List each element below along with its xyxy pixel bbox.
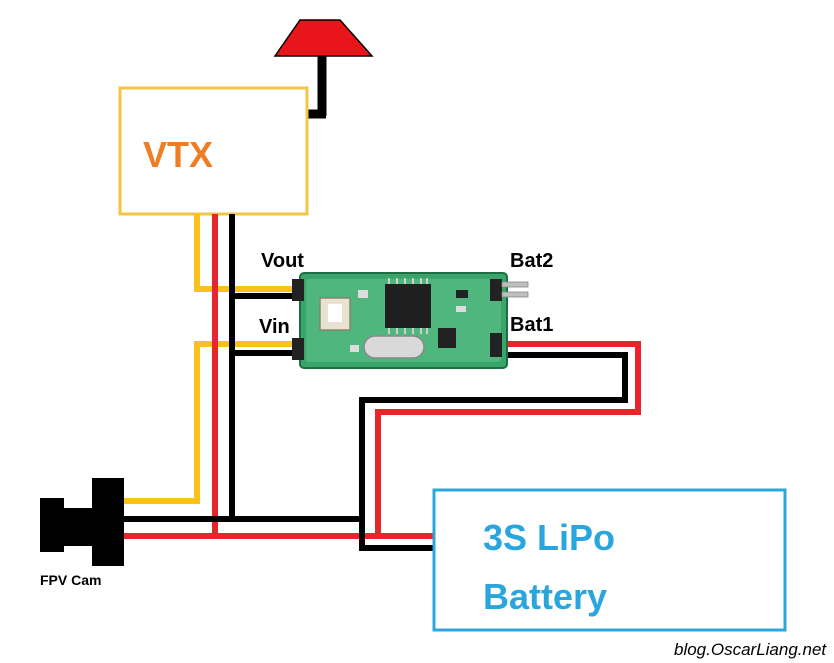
vin-label: Vin (259, 316, 290, 338)
fpv-cam-label: FPV Cam (40, 572, 101, 588)
watermark-text: blog.OscarLiang.net (674, 640, 827, 659)
voltage-switch-board-icon (292, 272, 529, 369)
yellow-wires (122, 214, 300, 504)
battery-label-line2: Battery (483, 576, 607, 617)
black-wires (122, 214, 628, 551)
vtx-module: VTX (118, 86, 309, 216)
antenna-icon (273, 19, 374, 119)
battery-pack: 3S LiPo Battery (432, 488, 787, 632)
battery-label-line1: 3S LiPo (483, 517, 615, 558)
fpv-camera-icon (40, 478, 124, 566)
vtx-label: VTX (143, 134, 213, 175)
vout-label: Vout (261, 250, 304, 272)
bat2-label: Bat2 (510, 250, 553, 272)
bat1-label: Bat1 (510, 314, 553, 336)
